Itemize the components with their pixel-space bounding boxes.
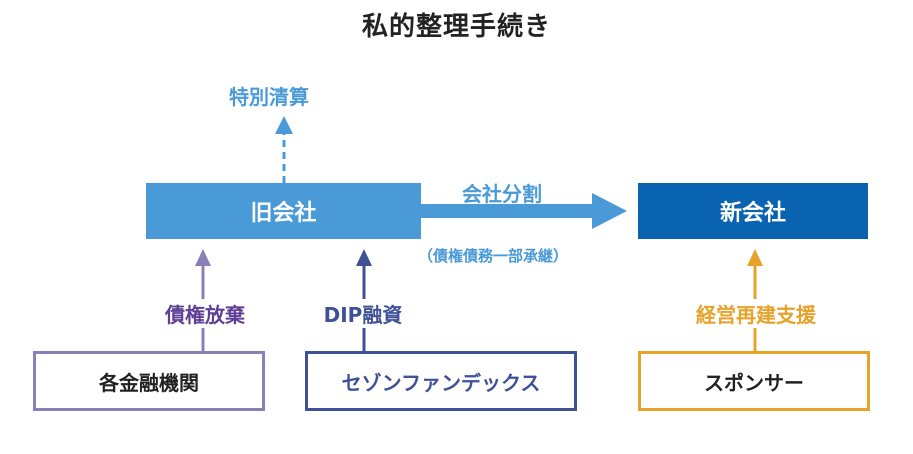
liquidation-arrowhead (275, 116, 293, 134)
split-arrow-shaft (420, 204, 592, 218)
company-split-label: 会社分割 (462, 182, 542, 206)
fund-arrowhead (356, 249, 372, 266)
fund-box: セゾンファンデックス (305, 351, 577, 411)
old-company-label: 旧会社 (250, 201, 317, 226)
lenders-label: 各金融機関 (99, 370, 199, 395)
split-arrowhead (592, 193, 627, 229)
special-liquidation-label: 特別清算 (229, 85, 309, 109)
sponsor-box: スポンサー (638, 351, 870, 411)
lenders-arrowhead (195, 249, 211, 266)
management-support-label: 経営再建支援 (671, 299, 841, 328)
diagram-title: 私的整理手続き (361, 12, 551, 42)
old-company-box: 旧会社 (146, 183, 421, 239)
lenders-box: 各金融機関 (33, 351, 265, 411)
company-split-sublabel: （債権債務一部承継） (418, 247, 569, 265)
debt-forgiveness-label: 債権放棄 (150, 299, 260, 328)
sponsor-label: スポンサー (704, 370, 804, 395)
fund-label: セゾンファンデックス (341, 370, 541, 395)
sponsor-arrowhead (747, 249, 763, 266)
new-company-label: 新会社 (719, 201, 786, 226)
new-company-box: 新会社 (638, 183, 868, 239)
dip-financing-label: DIP融資 (307, 299, 419, 328)
